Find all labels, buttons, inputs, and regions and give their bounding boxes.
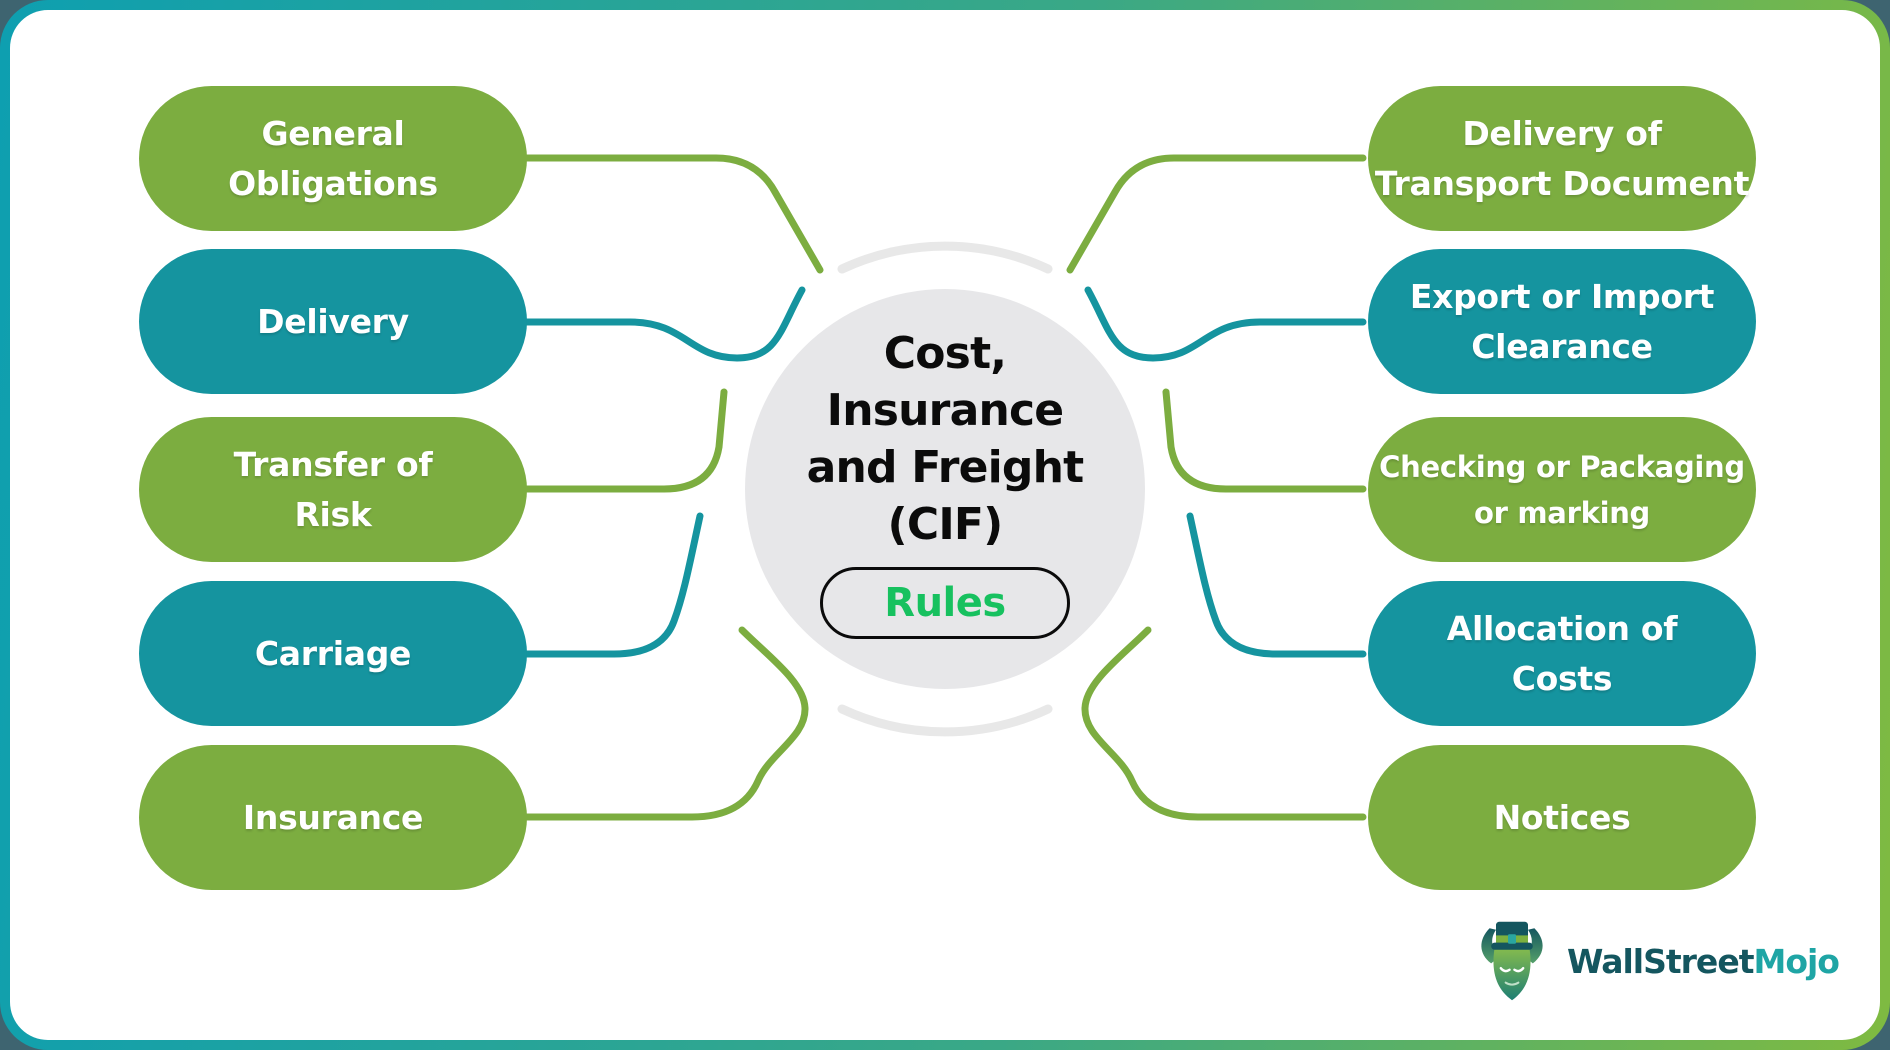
pill-label-line: Carriage [254,633,412,673]
pill-insurance: Insurance [139,745,527,890]
hub-title: Cost, Insurance and Freight (CIF) [806,325,1085,553]
pill-label-line: Costs [1511,658,1613,698]
pill-label-line: Transport Document [1374,163,1750,203]
pill-label-line: Clearance [1471,326,1653,366]
pill-carriage: Carriage [139,581,527,726]
pill-label-line: Allocation of [1446,608,1678,648]
connector-transfer-of-risk [523,388,728,493]
pill-delivery: Delivery [139,249,527,394]
connector-carriage [523,512,704,658]
brand-wordmark: WallStreetMojo [1567,941,1840,981]
connector-checking-or-packaging [1162,388,1367,493]
brand-wallstreet: WallStreet [1567,941,1754,981]
connector-notices [1081,626,1367,821]
pill-export-or-import-clearance: Export or Import Clearance [1368,249,1756,394]
hub-ring-arc-bottom [837,704,1053,737]
center-hub-circle: Cost, Insurance and Freight (CIF) Rules [745,289,1145,689]
connector-insurance [523,626,809,821]
pill-checking-or-packaging-or-marking: Checking or Packaging or marking [1368,417,1756,562]
connector-delivery [523,286,806,362]
rules-badge: Rules [820,567,1070,639]
connector-allocation-of-costs [1186,512,1367,658]
pill-label-line: Notices [1493,797,1631,837]
pill-allocation-of-costs: Allocation of Costs [1368,581,1756,726]
hub-title-line: Cost, [883,328,1007,379]
brand-mojo: Mojo [1753,941,1839,981]
pill-delivery-of-transport-document: Delivery of Transport Document [1368,86,1756,231]
bull-with-top-hat-icon [1481,921,1543,1001]
hub-title-line: Insurance [826,385,1064,436]
pill-label-line: Obligations [228,163,438,203]
hub-title-line: and Freight [806,442,1085,493]
pill-label-line: Delivery of [1462,113,1662,153]
pill-label-line: Risk [294,494,372,534]
pill-general-obligations: General Obligations [139,86,527,231]
wallstreetmojo-logo: WallStreetMojo [1472,918,1840,1004]
pill-label-line: Delivery [257,301,409,341]
pill-label-line: General [261,113,405,153]
pill-label-line: Checking or Packaging [1379,449,1745,484]
connector-delivery-of-transport-document [1066,154,1367,274]
hub-title-line: (CIF) [887,499,1004,550]
hub-ring-arc-top [837,241,1053,274]
pill-label-line: Insurance [242,797,424,837]
rules-badge-label: Rules [884,580,1006,626]
pill-notices: Notices [1368,745,1756,890]
pill-transfer-of-risk: Transfer of Risk [139,417,527,562]
pill-label-line: Transfer of [233,444,433,484]
connector-general-obligations [523,154,824,274]
connector-export-or-import-clearance [1084,286,1367,362]
pill-label-line: Export or Import [1409,276,1715,316]
pill-label-line: or marking [1473,495,1651,530]
